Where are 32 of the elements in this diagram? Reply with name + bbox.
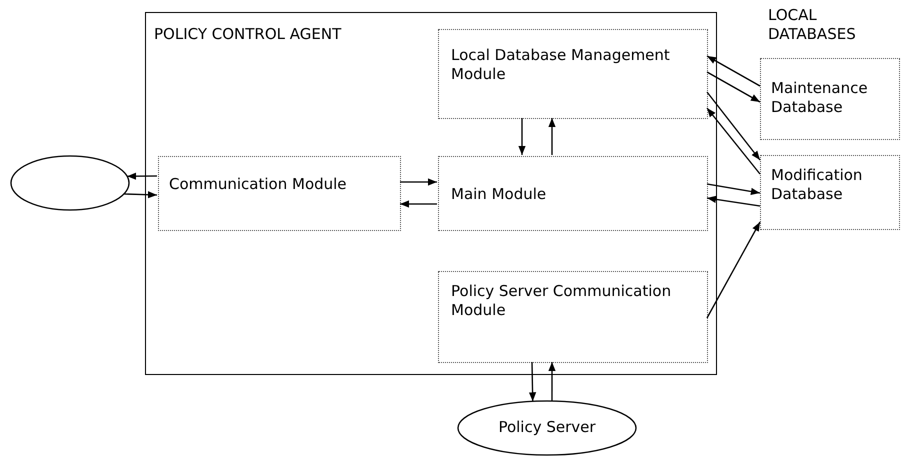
- node-label: Modification Database: [771, 166, 864, 204]
- arrow: [706, 92, 761, 160]
- node-label: Policy Server: [497, 418, 597, 437]
- node-label: Local Database Management Module: [451, 46, 671, 84]
- module-box: [438, 156, 708, 231]
- arrow: [400, 200, 437, 208]
- arrow: [400, 178, 437, 186]
- node-label: Main Module: [451, 185, 548, 204]
- module-box: [760, 58, 900, 140]
- entity-ellipse: [10, 155, 130, 211]
- container-heading: POLICY CONTROL AGENT: [154, 25, 342, 44]
- arrow: [706, 71, 760, 103]
- agent-container: [145, 12, 717, 375]
- arrow: [706, 183, 760, 196]
- node-label: Communication Module: [169, 175, 348, 194]
- arrow: [706, 108, 760, 174]
- arrow: [127, 172, 157, 180]
- entity-ellipse: [457, 400, 637, 456]
- arrow: [124, 191, 158, 198]
- node-label: Maintenance Database: [771, 79, 869, 117]
- arrow: [548, 118, 556, 155]
- module-box: [760, 155, 900, 230]
- module-box: [158, 156, 401, 231]
- module-box: [438, 29, 708, 119]
- group-heading: LOCAL DATABASES: [768, 6, 857, 44]
- arrow: [548, 362, 556, 402]
- arrow: [706, 196, 760, 207]
- arrow: [518, 118, 526, 155]
- arrow: [706, 55, 760, 87]
- node-label: Policy Server Communication Module: [451, 282, 672, 320]
- module-box: [438, 271, 708, 363]
- arrow: [528, 362, 536, 402]
